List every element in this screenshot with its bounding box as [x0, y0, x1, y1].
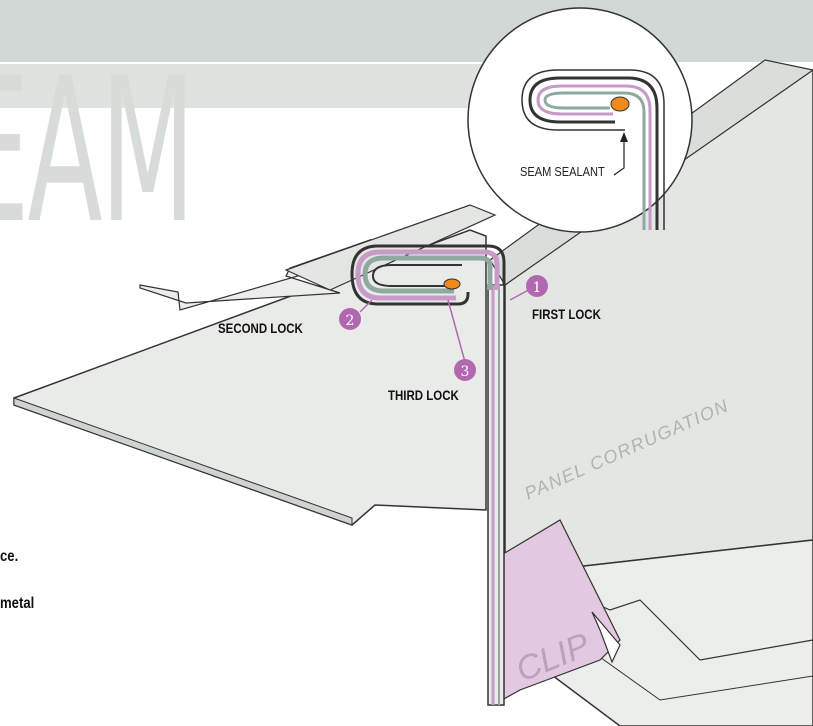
seam-fold-outer	[350, 244, 506, 306]
seam-fold-teal	[362, 255, 493, 294]
header-band	[0, 0, 813, 62]
callout-circle-2	[339, 308, 361, 330]
leader-line-2	[359, 299, 373, 313]
first-lock-label: FIRST LOCK	[532, 306, 601, 322]
third-lock-label: THIRD LOCK	[388, 387, 459, 403]
floor-corrugation-line-2	[589, 649, 813, 701]
seam-sealant	[443, 278, 461, 290]
seam-fold-inner	[371, 264, 462, 287]
callout-number-1: 1	[533, 280, 542, 296]
seam-fold-pink	[355, 249, 500, 301]
leader-line-3	[447, 299, 466, 363]
header-band-lower	[0, 64, 500, 108]
callout-circle-1	[526, 275, 548, 297]
callout-number-2: 2	[346, 313, 355, 329]
clip-tab	[591, 611, 621, 664]
background-title: EAM	[0, 35, 195, 268]
left-text-line-1: ce.	[0, 548, 19, 565]
sealant-arrow	[613, 138, 625, 176]
left-panel-sheet	[13, 229, 487, 526]
seam-wall	[487, 284, 505, 706]
inset-seam-detail	[521, 69, 665, 230]
inset-circle	[467, 7, 693, 233]
second-lock-label: SECOND LOCK	[218, 320, 303, 336]
sealant-arrowhead	[620, 132, 628, 142]
callout-number-3: 3	[461, 364, 470, 380]
callout-circle-3	[454, 359, 476, 381]
seam-sealant-label: SEAM SEALANT	[520, 164, 605, 179]
left-panel-edge	[13, 397, 353, 526]
left-text-line-2: metal	[0, 595, 35, 612]
